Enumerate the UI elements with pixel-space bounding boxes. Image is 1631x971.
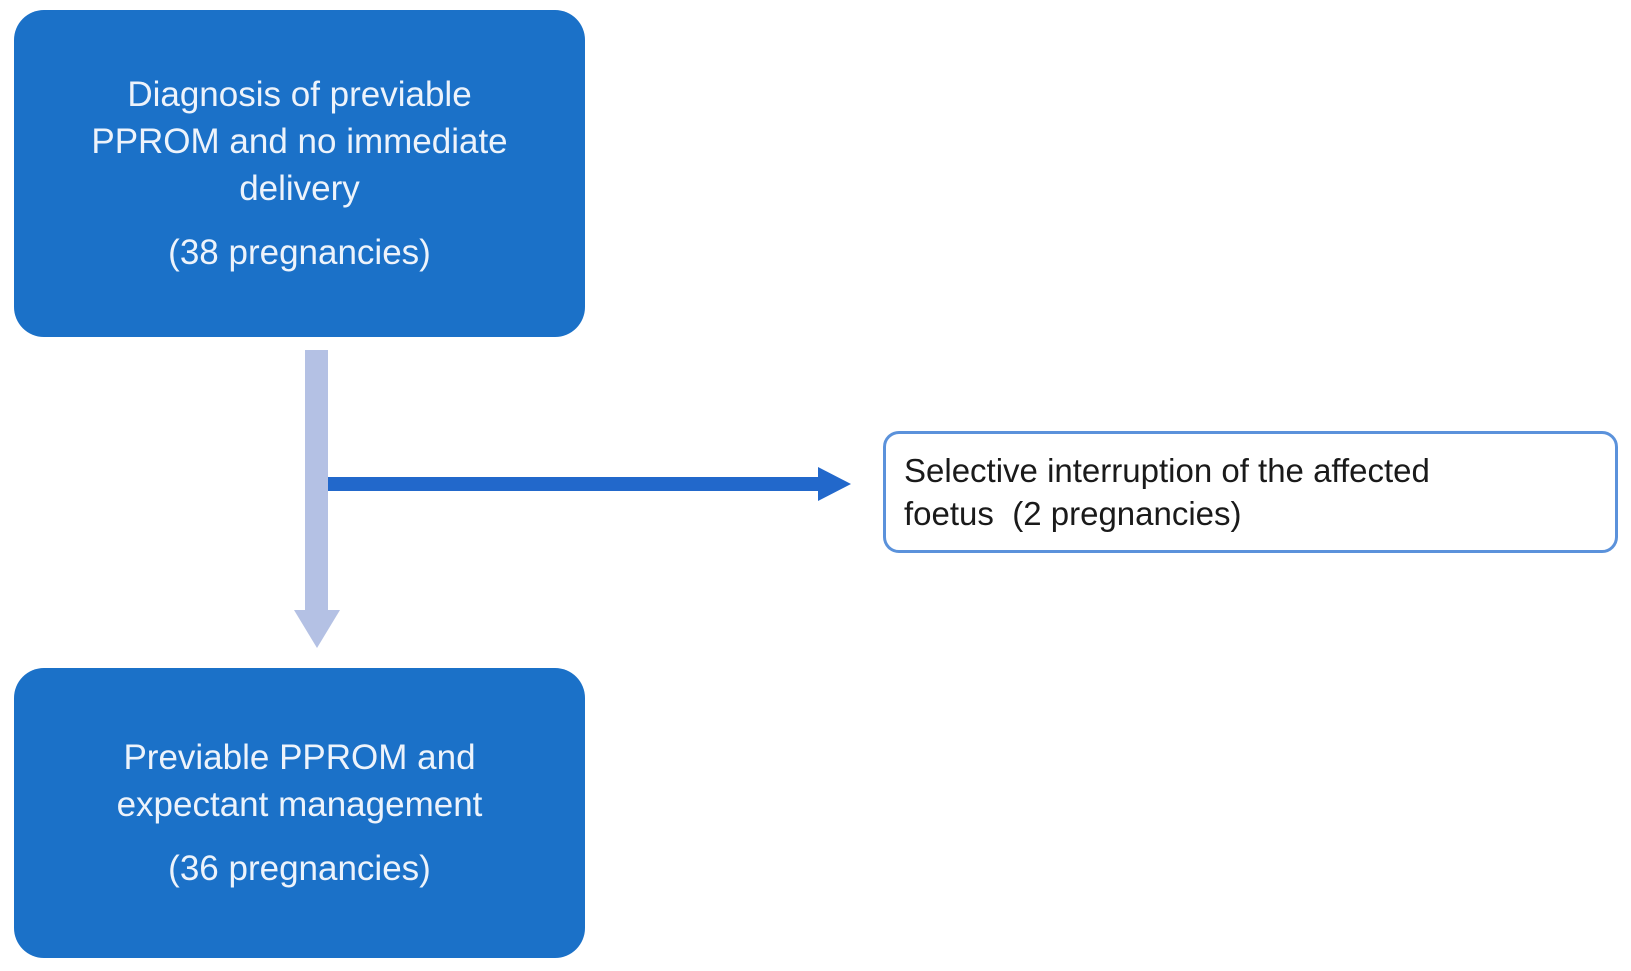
- node-expectant: Previable PPROM and expectant management…: [14, 668, 585, 958]
- node-interruption-line-1: Selective interruption of the affected: [904, 452, 1430, 489]
- right-arrow-shaft: [314, 477, 818, 491]
- node-diagnosis-line-1: Diagnosis of previable: [127, 75, 472, 114]
- node-expectant-line-1: Previable PPROM and: [123, 738, 476, 777]
- node-expectant-line-2: expectant management: [116, 785, 483, 824]
- down-arrow-shaft: [305, 350, 328, 611]
- node-interruption-line-2: foetus (2 pregnancies): [904, 495, 1242, 532]
- node-diagnosis: Diagnosis of previable PPROM and no imme…: [14, 10, 585, 337]
- right-arrow-head-icon: [818, 467, 851, 501]
- node-diagnosis-count: (38 pregnancies): [168, 233, 431, 272]
- node-expectant-count: (36 pregnancies): [168, 849, 431, 888]
- node-interruption: Selective interruption of the affected f…: [883, 431, 1618, 553]
- down-arrow-head-icon: [294, 610, 340, 648]
- node-diagnosis-line-2: PPROM and no immediate: [91, 122, 508, 161]
- node-diagnosis-line-3: delivery: [239, 169, 360, 208]
